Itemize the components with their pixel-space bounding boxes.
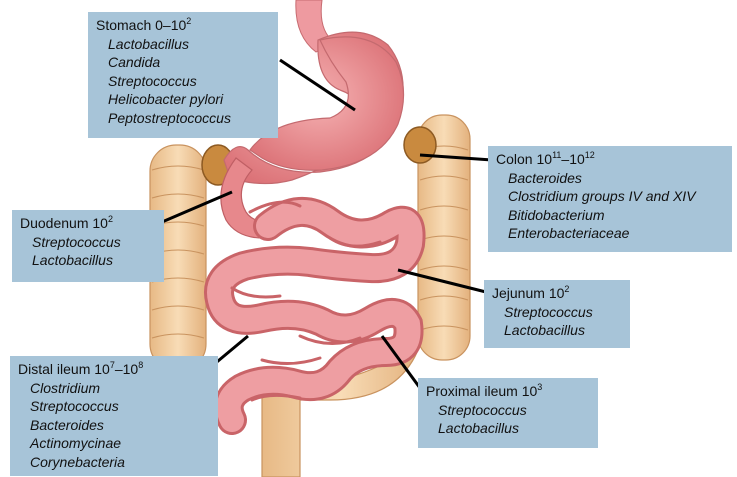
- organism: Streptococcus: [108, 72, 272, 91]
- distal-ileum-organism-list: Clostridium Streptococcus Bacteroides Ac…: [18, 379, 212, 472]
- organism: Streptococcus: [32, 233, 158, 252]
- colon-heading: Colon 1011–1012: [496, 150, 726, 169]
- organism: Lactobacillus: [32, 251, 158, 270]
- organism: Bacteroides: [508, 169, 726, 188]
- organism: Lactobacillus: [108, 35, 272, 54]
- jejunum-organism-list: Streptococcus Lactobacillus: [492, 303, 624, 340]
- jejunum-label: Jejunum 102 Streptococcus Lactobacillus: [484, 280, 630, 348]
- jejunum-heading: Jejunum 102: [492, 284, 624, 303]
- organism: Peptostreptococcus: [108, 109, 272, 128]
- organism: Streptococcus: [30, 397, 212, 416]
- organism: Bitidobacterium: [508, 206, 726, 225]
- organism: Clostridium: [30, 379, 212, 398]
- distal-ileum-heading: Distal ileum 107–108: [18, 360, 212, 379]
- proximal-ileum-label: Proximal ileum 103 Streptococcus Lactoba…: [418, 378, 598, 448]
- organism: Bacteroides: [30, 416, 212, 435]
- organism: Candida: [108, 53, 272, 72]
- organism: Helicobacter pylori: [108, 90, 272, 109]
- duodenum-label: Duodenum 102 Streptococcus Lactobacillus: [12, 210, 164, 282]
- stomach-organism-list: Lactobacillus Candida Streptococcus Heli…: [96, 35, 272, 128]
- organism: Streptococcus: [438, 401, 592, 420]
- colon-cut-right: [404, 127, 436, 163]
- organism: Enterobacteriaceae: [508, 224, 726, 243]
- organism: Actinomycinae: [30, 434, 212, 453]
- distal-ileum-label: Distal ileum 107–108 Clostridium Strepto…: [10, 356, 218, 476]
- organism: Corynebacteria: [30, 453, 212, 472]
- organism: Lactobacillus: [438, 419, 592, 438]
- organism: Clostridium groups IV and XIV: [508, 187, 726, 206]
- organism: Lactobacillus: [504, 321, 624, 340]
- organism: Streptococcus: [504, 303, 624, 322]
- stomach-label: Stomach 0–102 Lactobacillus Candida Stre…: [88, 12, 278, 138]
- duodenum-heading: Duodenum 102: [20, 214, 158, 233]
- proximal-ileum-heading: Proximal ileum 103: [426, 382, 592, 401]
- colon-label: Colon 1011–1012 Bacteroides Clostridium …: [488, 146, 732, 252]
- proximal-ileum-organism-list: Streptococcus Lactobacillus: [426, 401, 592, 438]
- duodenum-organism-list: Streptococcus Lactobacillus: [20, 233, 158, 270]
- stomach-heading: Stomach 0–102: [96, 16, 272, 35]
- colon-organism-list: Bacteroides Clostridium groups IV and XI…: [496, 169, 726, 243]
